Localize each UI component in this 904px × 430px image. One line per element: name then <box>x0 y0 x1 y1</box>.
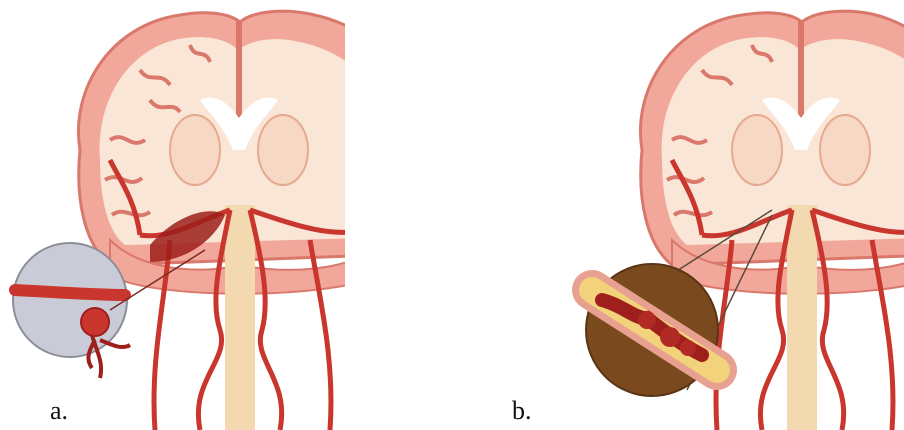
brainstem <box>787 205 817 430</box>
panel-a-label: a. <box>50 398 68 424</box>
basal-ganglia-right <box>820 115 870 185</box>
panel-b-ischemic-stroke: b. <box>452 0 904 430</box>
basal-ganglia-left <box>732 115 782 185</box>
brain-illustration-a <box>0 0 452 430</box>
brainstem <box>225 205 255 430</box>
panel-b-label: b. <box>512 398 532 424</box>
brain-illustration-b <box>452 0 904 430</box>
panel-a-hemorrhagic-stroke: a. <box>0 0 452 430</box>
basal-ganglia-right <box>258 115 308 185</box>
basal-ganglia-left <box>170 115 220 185</box>
